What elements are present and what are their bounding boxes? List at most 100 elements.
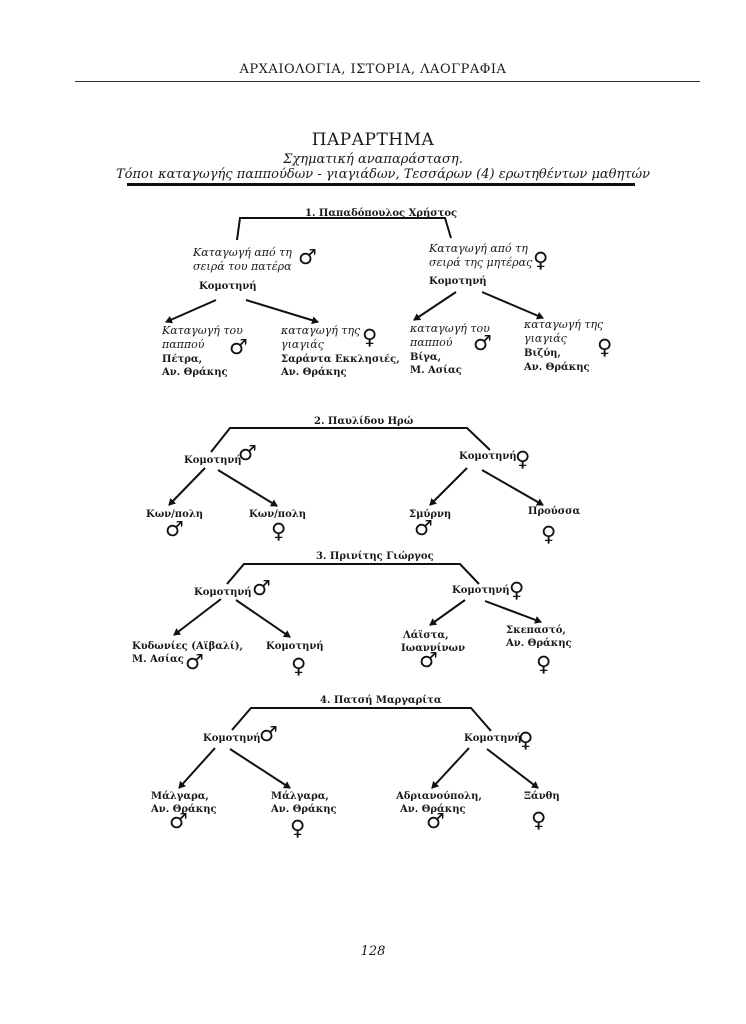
tree1-c2-label2: γιαγιάς [281, 338, 324, 351]
tree4-c1-place1: Μάλγαρα, [151, 791, 209, 802]
tree3-top-bracket [226, 563, 480, 585]
tree3-arrow-right-2 [484, 600, 542, 624]
tree1-c3-place2: Μ. Ασίας [410, 365, 462, 376]
tree1-c1-place1: Πέτρα, [162, 354, 203, 365]
tree1-arrow-grandfather-paternal [165, 299, 217, 324]
tree1-student-name: 1. Παπαδόπουλος Χρήστος [305, 208, 458, 219]
female-symbol-icon: ♀ [533, 248, 549, 272]
page-title: ΠΑΡΑΡΤΗΜΑ [311, 130, 435, 150]
tree2-arrow-left-2 [217, 469, 278, 507]
tree1-c2-place2: Αν. Θράκης [281, 367, 347, 378]
tree2-c1-place: Κων/πολη [146, 509, 204, 520]
tree4-c2-place1: Μάλγαρα, [271, 791, 329, 802]
female-symbol-icon: ♀ [597, 335, 613, 359]
male-symbol-icon: ♂ [229, 335, 248, 359]
tree1-arrow-grandmother-paternal [245, 299, 319, 325]
tree3-c1-place2: Μ. Ασίας [132, 654, 184, 665]
page-number: 128 [360, 944, 386, 959]
subtitle-line-1: Σχηματική αναπαράσταση. [283, 152, 463, 167]
tree1-top-bracket [236, 217, 452, 241]
tree1-arrow-grandmother-maternal [481, 291, 544, 320]
tree4-student-name: 4. Πατσή Μαργαρίτα [320, 695, 442, 706]
tree3-c1-place1: Κυδωνίες (Αϊβαλί), [132, 641, 243, 652]
male-symbol-icon: ♂ [473, 331, 492, 355]
tree1-arrow-grandfather-maternal [413, 291, 457, 321]
female-symbol-icon: ♀ [509, 578, 525, 602]
tree2-arrow-right-2 [481, 469, 544, 506]
male-symbol-icon: ♂ [419, 648, 438, 672]
tree1-c4-place2: Αν. Θράκης [524, 362, 590, 373]
female-symbol-icon: ♀ [515, 447, 531, 471]
female-symbol-icon: ♀ [362, 325, 378, 349]
female-symbol-icon: ♀ [531, 808, 547, 832]
tree3-c3-place1: Λάϊστα, [403, 630, 449, 641]
tree4-c2-place2: Αν. Θράκης [271, 804, 337, 815]
tree3-right-place: Κομοτηνή [452, 585, 510, 596]
tree1-c3-label1: καταγωγή του [410, 322, 490, 335]
female-symbol-icon: ♀ [536, 652, 552, 676]
tree3-arrow-left-2 [235, 599, 291, 638]
tree4-top-bracket [231, 707, 492, 732]
tree2-right-place: Κομοτηνή [459, 451, 517, 462]
male-symbol-icon: ♂ [426, 809, 445, 833]
tree2-left-place: Κομοτηνή [184, 455, 242, 466]
male-symbol-icon: ♂ [259, 722, 278, 746]
female-symbol-icon: ♀ [541, 522, 557, 546]
tree4-arrow-left-1 [178, 747, 216, 789]
tree1-right-label-line2: σειρά της μητέρας [429, 256, 533, 269]
tree1-left-label-line2: σειρά του πατέρα [193, 260, 292, 273]
tree1-c1-label1: Καταγωγή του [162, 324, 243, 337]
tree1-c4-label1: καταγωγή της [524, 318, 604, 331]
tree4-arrow-right-2 [486, 748, 539, 789]
tree1-c3-place1: Βίγα, [410, 352, 442, 363]
male-symbol-icon: ♂ [169, 809, 188, 833]
tree1-c1-place2: Αν. Θράκης [162, 367, 228, 378]
header-rule [75, 81, 700, 82]
male-symbol-icon: ♂ [298, 245, 317, 269]
tree4-c3-place2: Αν. Θράκης [400, 804, 466, 815]
male-symbol-icon: ♂ [252, 576, 271, 600]
tree1-left-place: Κομοτηνή [199, 281, 257, 292]
female-symbol-icon: ♀ [290, 816, 306, 840]
tree1-left-label-line1: Καταγωγή από τη [193, 246, 292, 259]
subtitle-line-2: Τόποι καταγωγής παππούδων - γιαγιάδων, Τ… [116, 167, 650, 182]
male-symbol-icon: ♂ [165, 517, 184, 541]
tree4-c4-place: Ξάνθη [524, 791, 560, 802]
male-symbol-icon: ♂ [185, 650, 204, 674]
tree1-right-label-line1: Καταγωγή από τη [429, 242, 528, 255]
tree4-right-place: Κομοτηνή [464, 733, 522, 744]
tree3-arrow-right-1 [429, 599, 466, 626]
tree3-c3-place2: Ιωαννίνων [401, 643, 466, 654]
tree3-student-name: 3. Πρινίτης Γιώργος [316, 551, 434, 562]
tree3-c4-place1: Σκεπαστό, [506, 625, 566, 636]
tree1-c1-label2: παππού [162, 338, 205, 351]
female-symbol-icon: ♀ [271, 519, 287, 543]
tree1-c4-label2: γιαγιάς [524, 332, 567, 345]
tree1-c2-place1: Σαράντα Εκκλησιές, [281, 354, 400, 365]
tree1-c4-place1: Βιζύη, [524, 348, 561, 359]
tree4-arrow-right-1 [431, 747, 470, 789]
tree4-arrow-left-2 [229, 748, 291, 789]
tree4-c3-place1: Αδριανούπολη, [396, 791, 482, 802]
tree3-arrow-left-1 [173, 598, 222, 636]
male-symbol-icon: ♂ [238, 441, 257, 465]
tree1-c2-label1: καταγωγή της [281, 324, 361, 337]
tree4-c1-place2: Αν. Θράκης [151, 804, 217, 815]
title-rule [127, 183, 635, 186]
tree3-left-place: Κομοτηνή [194, 587, 252, 598]
female-symbol-icon: ♀ [518, 728, 534, 752]
tree2-c3-place: Σμύρνη [409, 509, 452, 520]
male-symbol-icon: ♂ [414, 516, 433, 540]
tree2-c2-place: Κων/πολη [249, 509, 307, 520]
tree3-c2-place: Κομοτηνή [266, 641, 324, 652]
tree2-arrow-left-1 [168, 467, 206, 506]
tree1-c3-label2: παππού [410, 336, 453, 349]
tree1-right-place: Κομοτηνή [429, 276, 487, 287]
female-symbol-icon: ♀ [291, 654, 307, 678]
tree2-top-bracket [210, 427, 491, 453]
tree3-c4-place2: Αν. Θράκης [506, 638, 572, 649]
tree2-student-name: 2. Παυλίδου Ηρώ [314, 416, 414, 427]
tree4-left-place: Κομοτηνή [203, 733, 261, 744]
tree2-arrow-right-1 [429, 467, 468, 506]
